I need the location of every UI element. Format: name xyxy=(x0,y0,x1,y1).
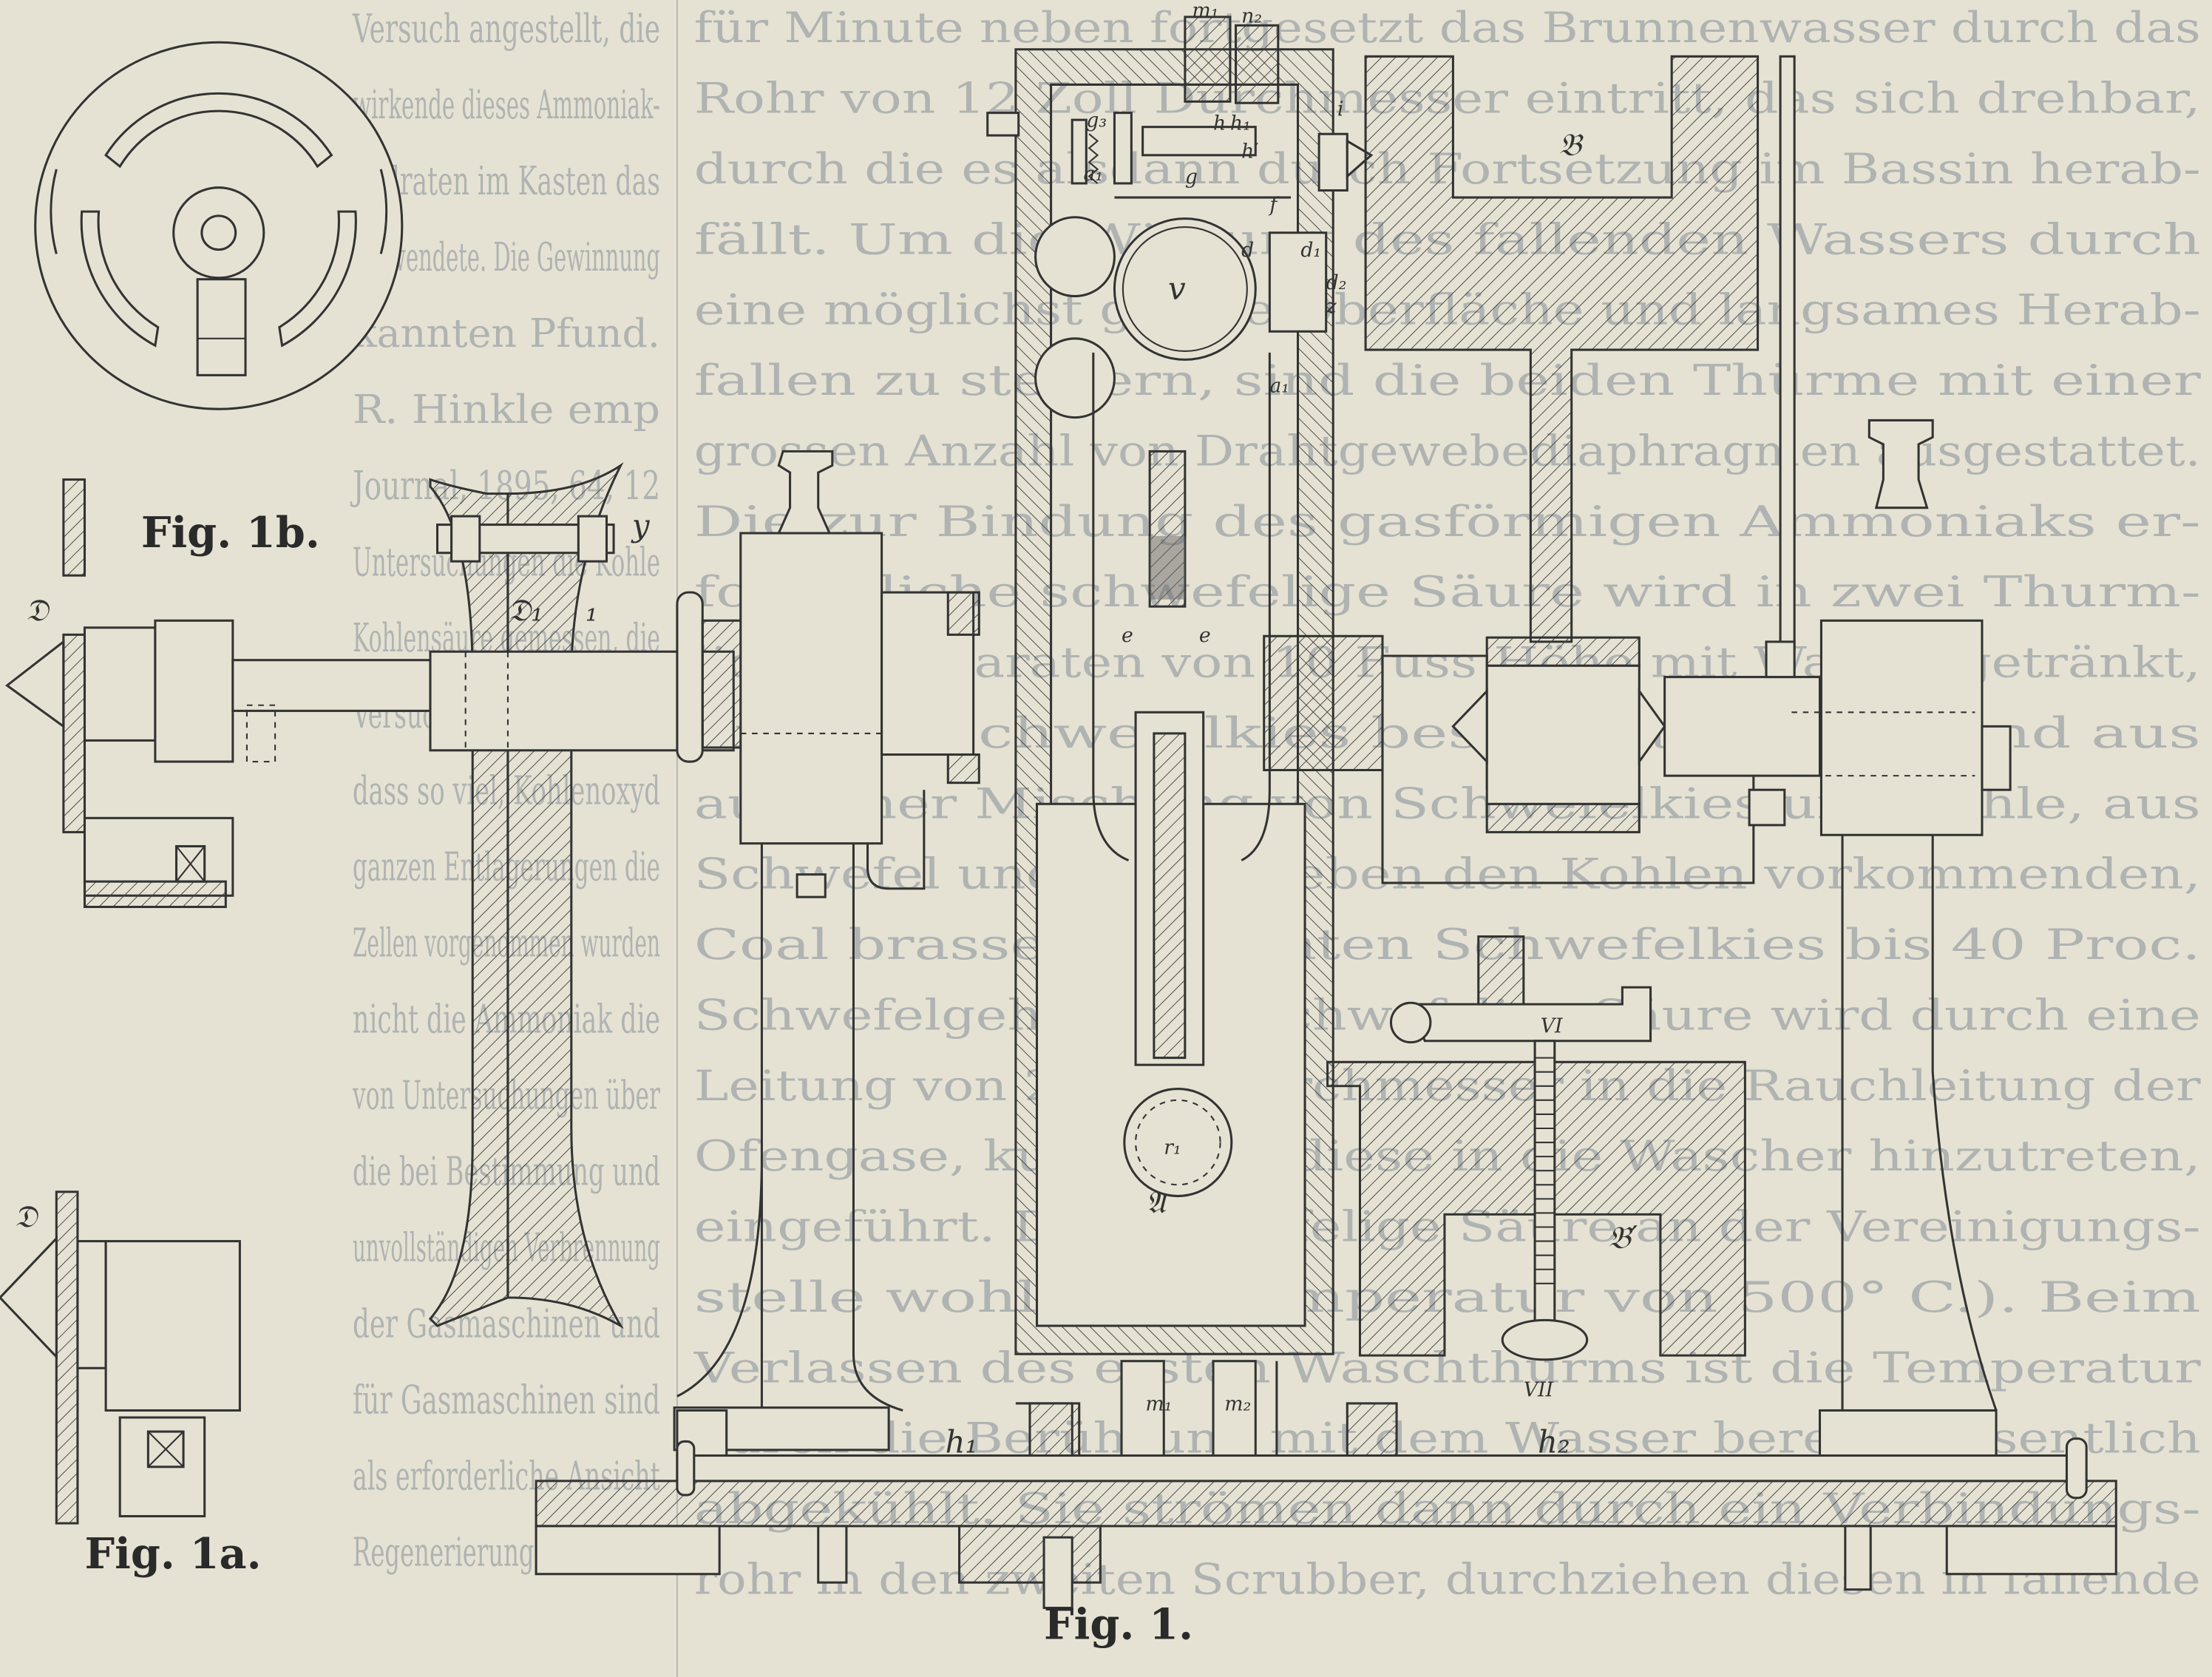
collar xyxy=(677,592,702,762)
rod-h xyxy=(691,1456,2074,1481)
label-e2: e xyxy=(1199,624,1211,647)
label-D: 𝔇 xyxy=(25,592,50,628)
label-h1: h₁ xyxy=(1230,112,1251,135)
label-d2: d₂ xyxy=(1326,271,1347,294)
block-n2 xyxy=(1236,25,1278,103)
label-a1: a₁ xyxy=(1083,163,1103,186)
fig1a-detail: 𝔇 Fig. 1a. xyxy=(0,1192,262,1579)
center-point xyxy=(7,642,64,726)
label-d: d xyxy=(1241,239,1254,262)
label-g3: g₃ xyxy=(1086,109,1107,132)
label-h1-bottom: h₁ xyxy=(945,1424,977,1460)
label-h2-bottom: h₂ xyxy=(1538,1424,1570,1460)
bearing-box xyxy=(741,533,882,844)
label-B: 𝔅 xyxy=(1559,126,1584,163)
label-r1: r₁ xyxy=(1164,1136,1181,1159)
bearing-box-right xyxy=(1821,620,1982,835)
roller-upper xyxy=(1036,217,1115,297)
label-C1: 𝔆₁ xyxy=(586,592,598,628)
label-h: h xyxy=(1213,112,1226,135)
label-d1: d₁ xyxy=(1300,239,1321,262)
body-text-line: Verlassen des ersten Waschthurms ist die… xyxy=(693,1344,2202,1392)
body-text-line: kannten Pfund. xyxy=(353,310,660,356)
label-VII: VII xyxy=(1524,1378,1554,1401)
left-spindle-assembly: 𝔇 y 𝔇₁ 𝔆₁ xyxy=(7,465,742,1326)
screw xyxy=(1535,1041,1555,1323)
body-text-line: R. Hinkle emp xyxy=(353,386,660,433)
base-plate: m₁ m₂ h₁ h₂ Fig. 1. xyxy=(536,1361,2116,1650)
label-B1: 𝔅′ xyxy=(1608,1219,1638,1256)
label-z: z xyxy=(1326,295,1337,318)
label-n2-top: n₂ xyxy=(1241,5,1262,28)
fig1b-caption: Fig. 1b. xyxy=(141,508,320,558)
label-i: i xyxy=(1337,98,1344,121)
fig1b-handwheel: Fig. 1b. xyxy=(35,42,402,558)
label-m1-bottom: m₁ xyxy=(1145,1392,1172,1415)
body-text-line: wirkende dieses Ammoniak- xyxy=(353,81,660,128)
fig1-caption: Fig. 1. xyxy=(1044,1600,1193,1650)
rod xyxy=(1780,56,1794,648)
label-D-fig1a: 𝔇 xyxy=(14,1199,39,1235)
label-D1: 𝔇₁ xyxy=(508,592,543,628)
label-m1-top: m₁ xyxy=(1192,0,1218,22)
body-text-line: für Gasmaschinen sind xyxy=(353,1376,660,1423)
wheel-handle-slot xyxy=(197,280,245,376)
spindle-shaft xyxy=(233,660,430,711)
label-v: v xyxy=(1168,270,1186,306)
label-m2-bottom: m₂ xyxy=(1224,1392,1251,1415)
body-text-line: für Minute neben fortgesetzt das Brunnen… xyxy=(694,4,2201,52)
body-text-line: Die zur Bindung des gasförmigen Ammoniak… xyxy=(694,498,2201,546)
handwheel-VII xyxy=(1502,1320,1587,1359)
body-text-line: fallen zu steigern, sind die beiden Thür… xyxy=(694,356,2202,405)
oil-cup-icon xyxy=(778,451,832,533)
label-e1: e xyxy=(1122,624,1133,647)
roller-lower xyxy=(1036,339,1115,418)
block-m1 xyxy=(1185,17,1230,101)
body-text-line: grossen Anzahl von Drahtgewebediaphragme… xyxy=(694,427,2201,475)
label-a1-lower: a₁ xyxy=(1269,374,1289,397)
label-y: y xyxy=(631,507,651,543)
body-text-line: stelle wohl eine Temperatur von 500° C.)… xyxy=(694,1273,2201,1322)
label-g: g xyxy=(1185,166,1198,189)
body-text-line: Versuch angestellt, die xyxy=(352,5,660,52)
label-VI: VI xyxy=(1541,1014,1563,1037)
body-text-line: Coal brasses genannten Schwefelkies bis … xyxy=(694,921,2201,969)
body-text-line: Schwefel und einem neben den Kohlen vork… xyxy=(694,850,2201,899)
fig1a-caption: Fig. 1a. xyxy=(84,1529,261,1579)
label-h-prime: h′ xyxy=(1241,140,1258,163)
pulley-left-flange xyxy=(430,480,508,1326)
